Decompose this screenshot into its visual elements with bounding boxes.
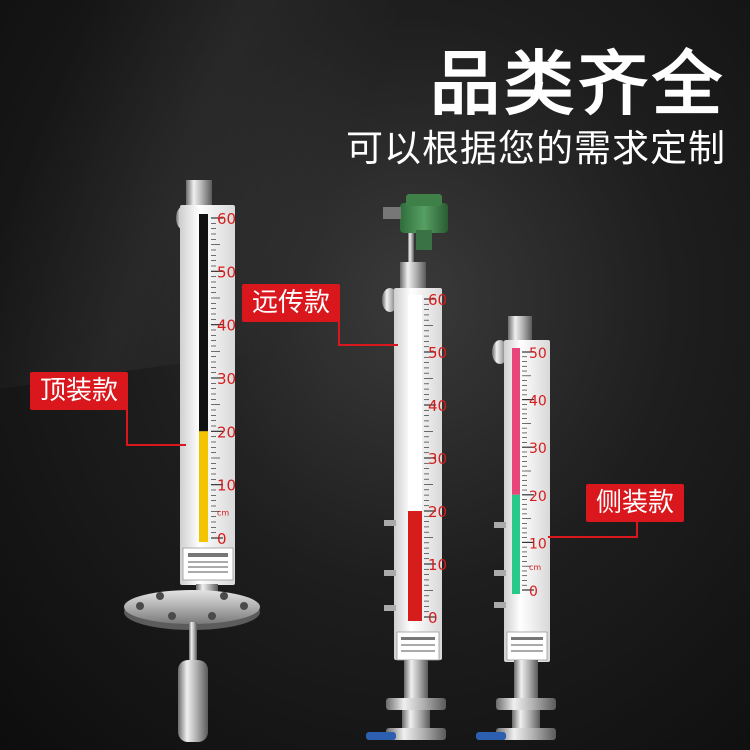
clamp-fitting: [496, 698, 556, 710]
drain-valve-handle: [476, 732, 506, 740]
scale-label: 0: [217, 530, 227, 548]
subline: 可以根据您的需求定制: [346, 127, 726, 170]
nameplate: [182, 547, 234, 581]
scale-label: 50: [529, 346, 547, 362]
leader-line-top: [126, 444, 186, 446]
scale-label: 60: [217, 210, 236, 228]
scale-label: 20: [217, 423, 236, 441]
indicator-filled: [408, 511, 422, 621]
flange: [124, 590, 260, 624]
scale-label: 40: [217, 317, 236, 335]
indicator-empty: [408, 295, 422, 511]
scale-label: 0: [529, 584, 538, 600]
scale-label: 60: [428, 291, 447, 309]
transmitter-box: [400, 203, 448, 233]
scale-label: 30: [217, 370, 236, 388]
unit-label: cm: [529, 563, 541, 572]
leader-line-top: [126, 404, 128, 446]
top-cap: [400, 262, 426, 290]
remote-gauge: 60 50 40 30 20 10 0: [366, 194, 448, 740]
side-mount-gauge: 50 40 30 20 10 0 cm: [476, 316, 556, 740]
scale-label: 0: [428, 609, 438, 627]
leader-line-side: [548, 536, 638, 538]
transmitter-rod: [408, 200, 414, 270]
label-side-mount: 侧装款: [586, 484, 685, 522]
leader-line-side: [636, 514, 638, 538]
scale-label: 50: [428, 344, 447, 362]
scale-label: 20: [529, 489, 547, 505]
headline: 品类齐全: [430, 43, 726, 125]
unit-label: cm: [217, 508, 229, 517]
scale: 50 40 30 20 10 0 cm: [512, 346, 547, 600]
indicator-empty: [199, 214, 208, 432]
label-remote: 远传款: [242, 284, 341, 322]
leader-line-remote: [338, 316, 340, 346]
scale-label: 10: [529, 536, 547, 552]
scale: 60 50 40 30 20 10 0: [408, 291, 447, 627]
label-top-mount: 顶装款: [30, 372, 129, 410]
indicator-filled: [199, 431, 208, 542]
float-rod: [189, 622, 197, 662]
scale-label: 10: [217, 477, 236, 495]
indicator-filled: [512, 494, 520, 594]
scale-label: 30: [428, 450, 447, 468]
drain-valve-handle: [366, 732, 396, 740]
scale-label: 10: [428, 556, 447, 574]
top-mount-gauge: 60 50 40 30 20 10 0 cm: [124, 180, 260, 742]
leader-line-remote: [338, 344, 398, 346]
scale-label: 40: [428, 397, 447, 415]
cable-gland: [383, 207, 401, 219]
top-cap: [186, 180, 212, 208]
scale-label: 40: [529, 394, 547, 410]
scale-label: 30: [529, 441, 547, 457]
clamp-fitting: [386, 698, 446, 710]
indicator-empty: [512, 348, 520, 495]
scale: 60 50 40 30 20 10 0 cm: [199, 210, 236, 548]
float: [178, 660, 208, 742]
scale-label: 50: [217, 263, 236, 281]
scale-label: 20: [428, 503, 447, 521]
